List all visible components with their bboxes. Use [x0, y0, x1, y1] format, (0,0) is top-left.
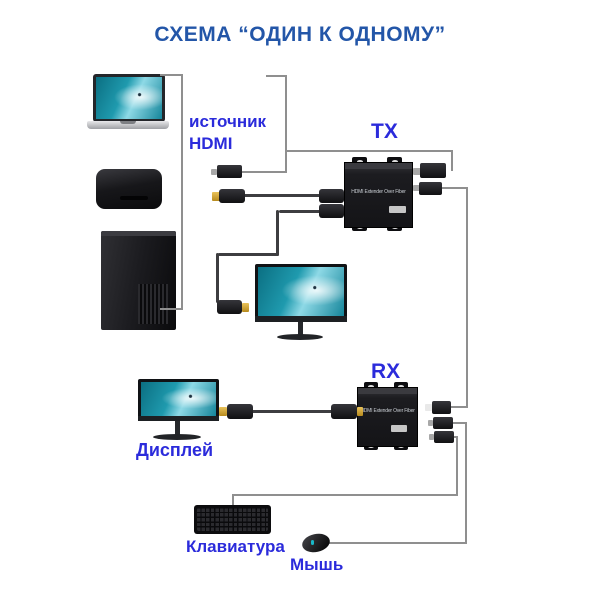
display-label: Дисплей — [136, 440, 214, 460]
page-title: СХЕМА “ОДИН К ОДНОМУ” — [154, 23, 446, 46]
rx-model-strip — [391, 425, 407, 432]
tx-model-strip — [389, 206, 406, 213]
tx-label: TX — [371, 120, 398, 143]
source-label-line2: HDMI — [189, 134, 233, 153]
tx-device-text: HDMI Extender Over Fiber — [351, 189, 406, 195]
mouse-label: Мышь — [290, 555, 344, 574]
rx-device-text: HDMI Extender Over Fiber — [360, 408, 415, 414]
source-label-line1: источник — [189, 112, 267, 131]
rx-label: RX — [371, 360, 401, 383]
keyboard-label: Клавиатура — [186, 537, 285, 556]
